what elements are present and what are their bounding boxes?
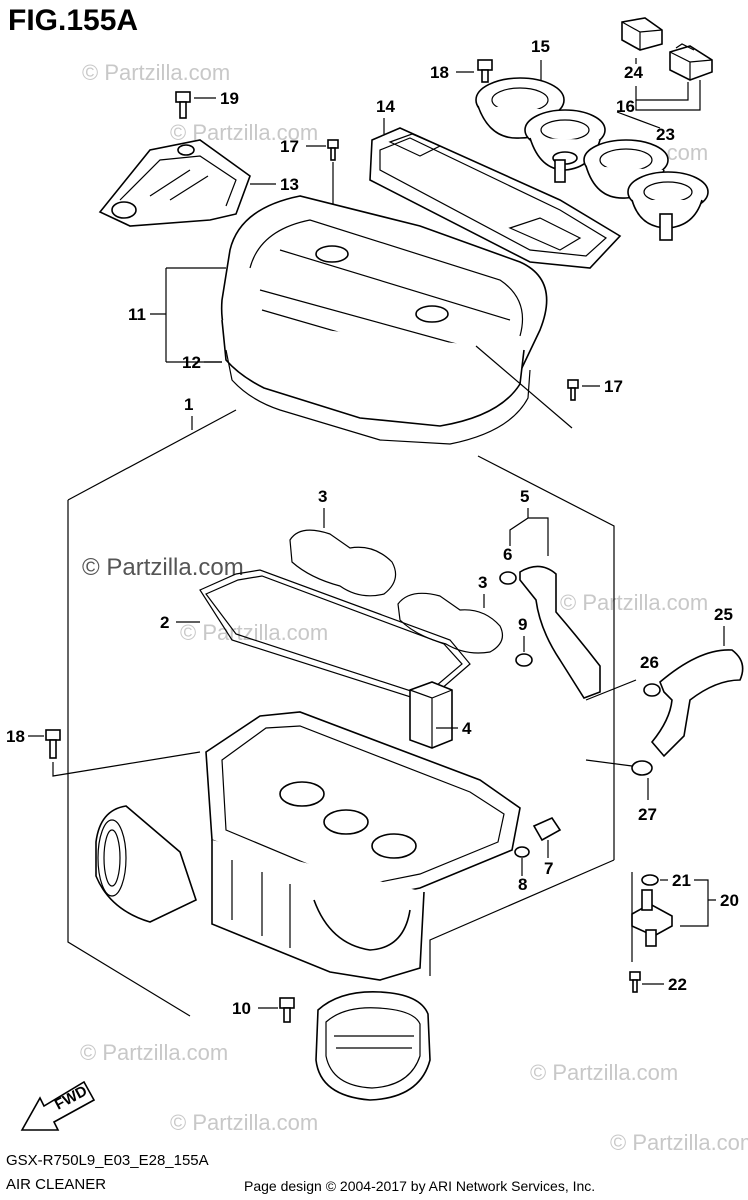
part-1-case [205, 711, 521, 981]
callout-24: 24 [624, 63, 643, 82]
leader-23 [635, 80, 701, 111]
callout-27: 27 [638, 805, 657, 824]
part-7-cap [532, 816, 562, 842]
watermark: © Partzilla.com [610, 1130, 748, 1155]
callout-1: 1 [184, 395, 193, 414]
leader-5 [509, 508, 549, 556]
leader-27-b [585, 759, 633, 767]
callout-10: 10 [232, 999, 251, 1018]
part-12-gasket [225, 349, 531, 445]
callout-8: 8 [518, 875, 527, 894]
part-5-hose [519, 565, 601, 699]
watermark: © Partzilla.com [82, 554, 244, 581]
watermark: © Partzilla.com [560, 590, 708, 615]
callout-6: 6 [503, 545, 512, 564]
part-intake-funnel [315, 991, 431, 1101]
callout-17-top: 17 [280, 137, 299, 156]
watermark: © Partzilla.com [82, 60, 230, 85]
leader-16 [616, 111, 661, 129]
callout-19: 19 [220, 89, 239, 108]
part-22-screw [629, 971, 641, 993]
part-27-clamp [631, 760, 653, 776]
part-3-gasket-right [397, 592, 503, 654]
part-4-pad [409, 681, 453, 749]
callout-14: 14 [376, 97, 395, 116]
callout-18-top: 18 [430, 63, 449, 82]
part-11-cleaner-cap [220, 195, 548, 427]
callout-13: 13 [280, 175, 299, 194]
callout-26: 26 [640, 653, 659, 672]
part-16-velocity-stack [583, 139, 709, 241]
part-20-sensor [631, 874, 673, 947]
callout-11: 11 [128, 305, 146, 324]
part-18-bolt-left [45, 729, 61, 759]
part-15-velocity-stack [475, 77, 606, 183]
watermark: © Partzilla.com [80, 1040, 228, 1065]
watermark: © Partzilla.com [530, 1060, 678, 1085]
callout-3a: 3 [318, 487, 327, 506]
callout-16: 16 [616, 97, 635, 116]
callout-2: 2 [160, 613, 169, 632]
part-3-gasket-left [289, 529, 397, 597]
part-6-clamp [499, 571, 517, 585]
frame-bottom-right [429, 859, 615, 976]
callout-17-right: 17 [604, 377, 623, 396]
callout-9: 9 [518, 615, 527, 634]
callout-23: 23 [656, 125, 675, 144]
part-17-screw-right [567, 379, 579, 401]
fwd-arrow-icon: FWD [20, 1080, 96, 1131]
part-19-bolt [175, 91, 191, 119]
frame-right [477, 455, 615, 860]
leader-17-right-b [475, 345, 573, 429]
callout-20: 20 [720, 891, 739, 910]
leader-20 [680, 879, 716, 927]
leader-11 [150, 267, 226, 363]
part-1-intake-duct [95, 805, 197, 923]
callout-3b: 3 [478, 573, 487, 592]
watermark: © Partzilla.com [170, 1110, 318, 1135]
part-2-gasket [199, 569, 471, 701]
callout-4: 4 [462, 719, 472, 738]
part-23-sensor [669, 43, 713, 81]
watermark-group: © Partzilla.com © Partzilla.com © Partzi… [80, 60, 748, 1155]
frame-left [67, 500, 191, 1017]
part-8-clamp [514, 846, 530, 858]
leader-hose-link [585, 679, 637, 701]
part-26-clamp [643, 683, 661, 697]
part-13-cover [98, 139, 251, 227]
figure-code: GSX-R750L9_E03_E28_155A [6, 1152, 209, 1169]
part-25-hose [650, 649, 744, 758]
callout-18-left: 18 [6, 727, 25, 746]
part-9-clamp [515, 653, 533, 667]
part-14-filter-element [369, 127, 622, 269]
part-18-bolt-top [477, 59, 493, 83]
part-17-screw-top [327, 139, 339, 161]
page-credit: Page design © 2004-2017 by ARI Network S… [244, 1178, 596, 1194]
leader-24 [635, 58, 689, 101]
callout-12: 12 [182, 353, 201, 372]
part-10-screw [279, 997, 295, 1023]
figure-subtitle: AIR CLEANER [6, 1176, 107, 1193]
callout-21: 21 [672, 871, 691, 890]
callout-7: 7 [544, 859, 553, 878]
leader-18-left-b [52, 751, 201, 777]
callout-15: 15 [531, 37, 550, 56]
frame-top-left [67, 409, 237, 501]
callout-25: 25 [714, 605, 733, 624]
callout-5: 5 [520, 487, 529, 506]
figure-title: FIG.155A [8, 4, 139, 37]
part-24-cap [621, 17, 663, 51]
watermark: © Partzilla.com [180, 620, 328, 645]
callout-22: 22 [668, 975, 687, 994]
